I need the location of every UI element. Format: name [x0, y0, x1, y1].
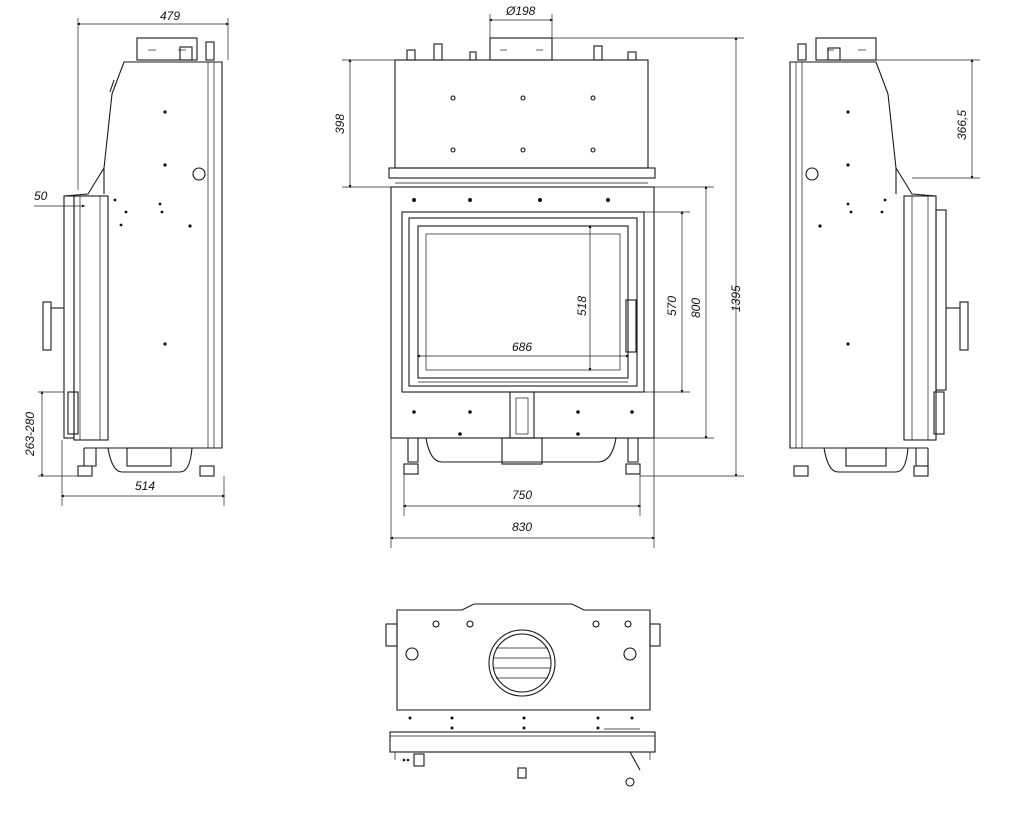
dim-left-depth: 514: [135, 479, 155, 493]
dim-front-width-outer: 830: [512, 520, 532, 534]
front-foot-right: [625, 463, 641, 475]
right-foot: [793, 465, 809, 477]
top-handle-ring: [625, 777, 635, 787]
top-door-frame: [389, 731, 656, 753]
dim-total-height: 1395: [729, 285, 743, 312]
dim-flue-diameter: Ø198: [505, 4, 536, 18]
front-door: [401, 211, 645, 393]
front-flue-outlet: [489, 37, 553, 61]
dim-door-height: 800: [689, 298, 703, 318]
left-top-box: [136, 37, 198, 61]
dim-left-height-range: 263-280: [23, 412, 37, 457]
left-body-outline: [84, 61, 223, 449]
dim-left-offset: 50: [34, 189, 48, 203]
dim-right-top-height: 366,5: [955, 110, 969, 140]
dim-front-width-inner: 750: [512, 488, 532, 502]
left-door-handle: [42, 301, 52, 351]
left-side-view: 479 50 263-280 514: [23, 9, 230, 506]
left-foot: [77, 465, 93, 477]
front-glass: [417, 225, 629, 379]
right-door-handle: [959, 301, 969, 351]
front-main-body: [390, 186, 655, 439]
right-door-frame: [903, 195, 937, 441]
right-side-hole: [805, 167, 819, 181]
front-door-handle: [625, 299, 637, 353]
right-side-view: 366,5: [789, 37, 980, 477]
dim-glass-height-outer: 570: [665, 296, 679, 316]
front-air-regulator: [509, 391, 535, 439]
top-view-outline: [396, 603, 651, 711]
dim-glass-height-inner: 518: [575, 296, 589, 316]
top-view: [385, 603, 661, 787]
right-body-outline: [789, 61, 928, 449]
dim-top-height: 398: [333, 114, 347, 134]
left-door-frame: [63, 195, 75, 439]
dim-left-width: 479: [160, 9, 180, 23]
top-flue-collar: [488, 629, 556, 697]
front-foot-left: [403, 463, 419, 475]
front-view: Ø198 398 1395 800 570 518 686 750: [333, 4, 744, 548]
left-side-hole: [192, 167, 206, 181]
right-top-box: [815, 37, 877, 61]
dim-glass-width: 686: [512, 340, 532, 354]
